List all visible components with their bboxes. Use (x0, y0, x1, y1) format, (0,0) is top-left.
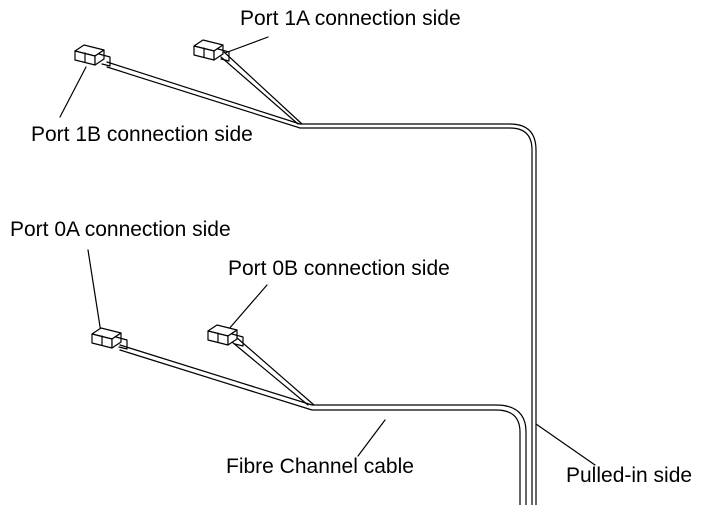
upper-cable-bundle (106, 51, 537, 505)
connector-port-1b (74, 44, 111, 67)
label-port-0a: Port 0A connection side (10, 218, 231, 241)
connector-port-0a (91, 327, 128, 350)
leader-lines (59, 36, 596, 466)
label-fibre-channel-cable: Fibre Channel cable (226, 455, 414, 478)
connector-port-1a (193, 39, 230, 62)
label-port-1a: Port 1A connection side (240, 7, 461, 30)
lower-cable-bundle (119, 336, 527, 505)
label-pulled-in-side: Pulled-in side (566, 464, 693, 487)
label-port-1b: Port 1B connection side (31, 123, 253, 146)
connector-port-0b (207, 324, 244, 347)
label-port-0b: Port 0B connection side (228, 257, 450, 280)
